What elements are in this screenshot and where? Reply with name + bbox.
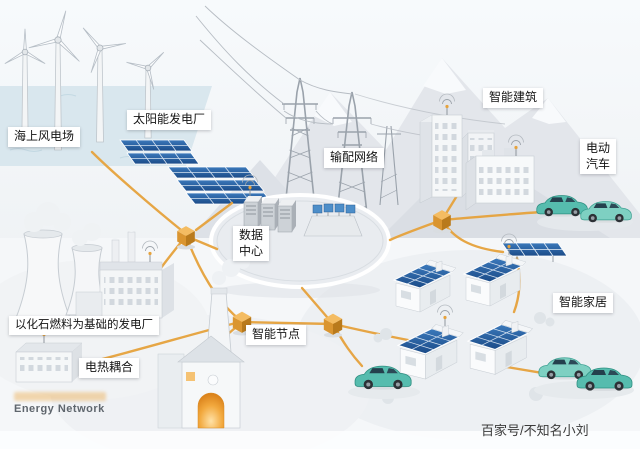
power-lines <box>195 5 506 144</box>
factory <box>157 255 250 429</box>
label-smart-node: 智能节点 <box>246 325 307 345</box>
pylon <box>377 125 401 206</box>
label-offshore-wind-farm: 海上风电场 <box>8 127 81 147</box>
label-data-center: 数据中心 <box>233 226 269 262</box>
label-heat-coupling: 电热耦合 <box>79 358 140 378</box>
watermark-text: 百家号/不知名小刘 <box>481 423 589 438</box>
bottom-fade <box>0 431 640 449</box>
label-smart-home: 智能家居 <box>553 293 614 313</box>
label-smart-building: 智能建筑 <box>483 88 544 108</box>
label-grid-network: 输配网络 <box>324 148 385 168</box>
cars-bottom <box>348 357 634 399</box>
label-solar-plant: 太阳能发电厂 <box>127 110 212 130</box>
electric-vehicles <box>536 195 633 231</box>
brand-logo-mark <box>14 392 106 401</box>
label-fossil-plant: 以化石燃料为基础的发电厂 <box>9 316 159 335</box>
steam <box>24 202 101 246</box>
furnace-glow <box>197 392 225 429</box>
brand-logo-text: Energy Network <box>14 403 105 415</box>
smart-buildings <box>419 93 535 211</box>
data-center-console <box>303 203 363 237</box>
fossil-fuel-plant <box>15 202 174 319</box>
wind-turbine <box>82 27 127 143</box>
wind-turbine <box>28 10 80 151</box>
label-electric-vehicle: 电动汽车 <box>580 139 616 175</box>
data-center-servers <box>242 174 296 233</box>
